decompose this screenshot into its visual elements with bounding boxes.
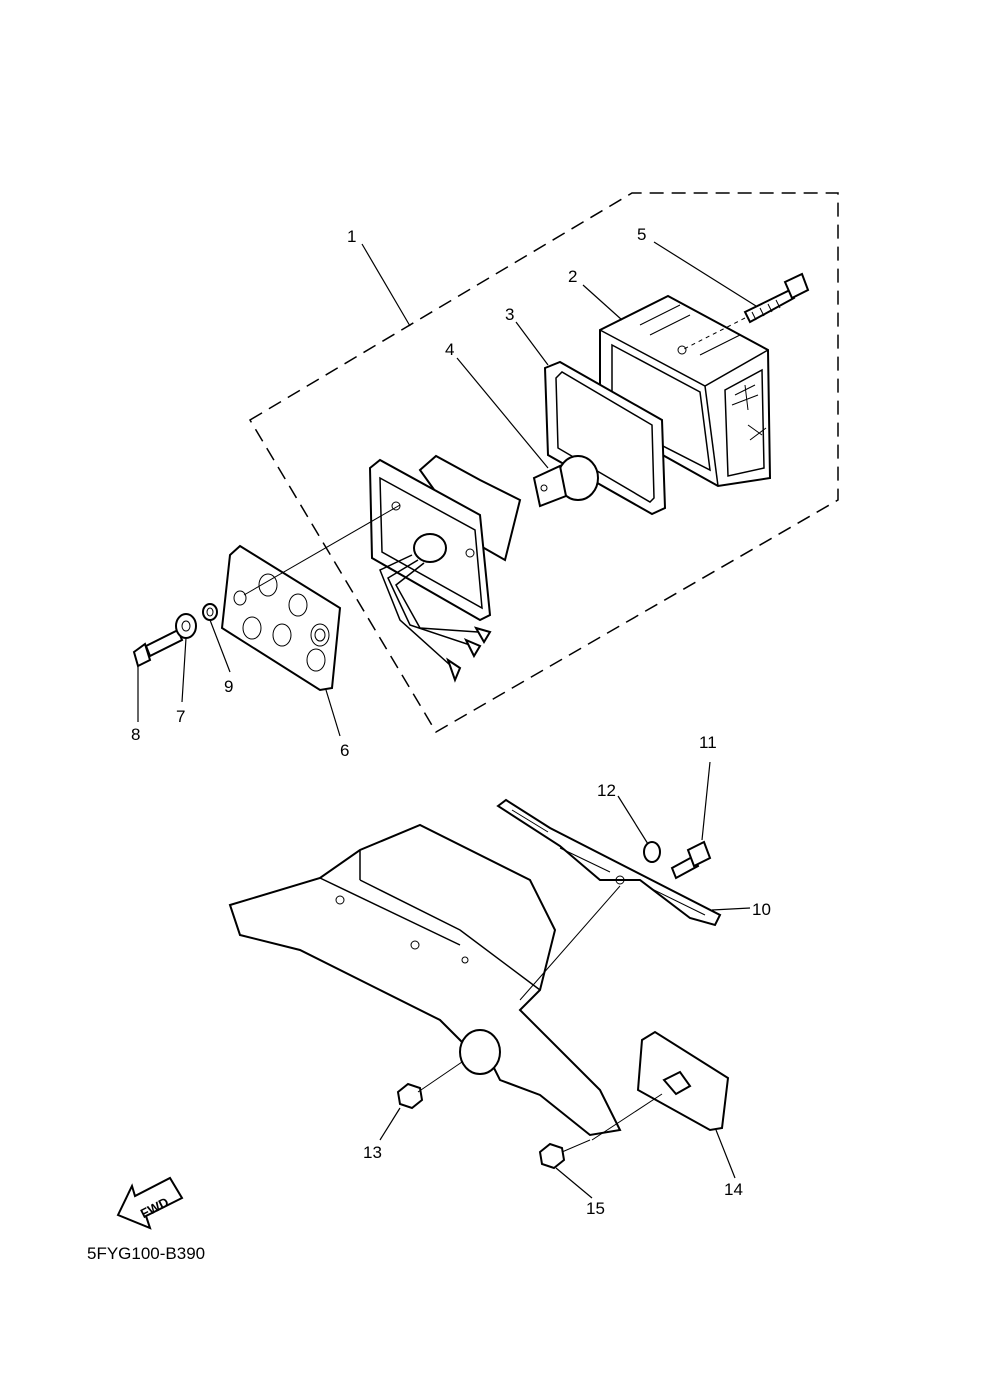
callout-8: 8 bbox=[131, 725, 140, 744]
callout-9: 9 bbox=[224, 677, 233, 696]
part-screw-5 bbox=[681, 272, 810, 351]
callout-4: 4 bbox=[445, 340, 454, 359]
part-bolt-11 bbox=[670, 840, 712, 880]
callout-2: 2 bbox=[568, 267, 577, 286]
callout-1: 1 bbox=[347, 227, 356, 246]
drawing-code: 5FYG100-B390 bbox=[87, 1244, 205, 1263]
part-washer-9 bbox=[202, 603, 218, 621]
fwd-arrow-icon: FWD bbox=[116, 1176, 184, 1230]
callout-3: 3 bbox=[505, 305, 514, 324]
callout-12: 12 bbox=[597, 781, 616, 800]
callout-13: 13 bbox=[363, 1143, 382, 1162]
part-bulb bbox=[532, 455, 599, 508]
callout-11: 11 bbox=[699, 733, 717, 752]
part-nut-15 bbox=[538, 1139, 591, 1170]
part-reflector bbox=[591, 1030, 730, 1141]
callout-7: 7 bbox=[176, 707, 185, 726]
callout-14: 14 bbox=[724, 1180, 743, 1199]
part-bolt-8 bbox=[132, 628, 184, 668]
callout-10: 10 bbox=[752, 900, 771, 919]
part-light-body bbox=[368, 454, 522, 683]
part-plate bbox=[220, 504, 401, 692]
callout-6: 6 bbox=[340, 741, 349, 760]
part-washer-12 bbox=[643, 841, 661, 863]
part-collar-7 bbox=[175, 613, 197, 639]
leader-lines bbox=[137, 241, 757, 1199]
part-rear-fender bbox=[228, 823, 622, 1137]
part-gasket bbox=[543, 360, 667, 516]
callout-labels: 1 2 3 4 5 6 7 8 9 10 11 12 13 14 15 bbox=[131, 225, 771, 1218]
assembly-boundary bbox=[248, 192, 839, 734]
part-bracket-bar bbox=[496, 798, 722, 927]
callout-5: 5 bbox=[637, 225, 646, 244]
callout-15: 15 bbox=[586, 1199, 605, 1218]
part-nut-13 bbox=[396, 1061, 463, 1110]
